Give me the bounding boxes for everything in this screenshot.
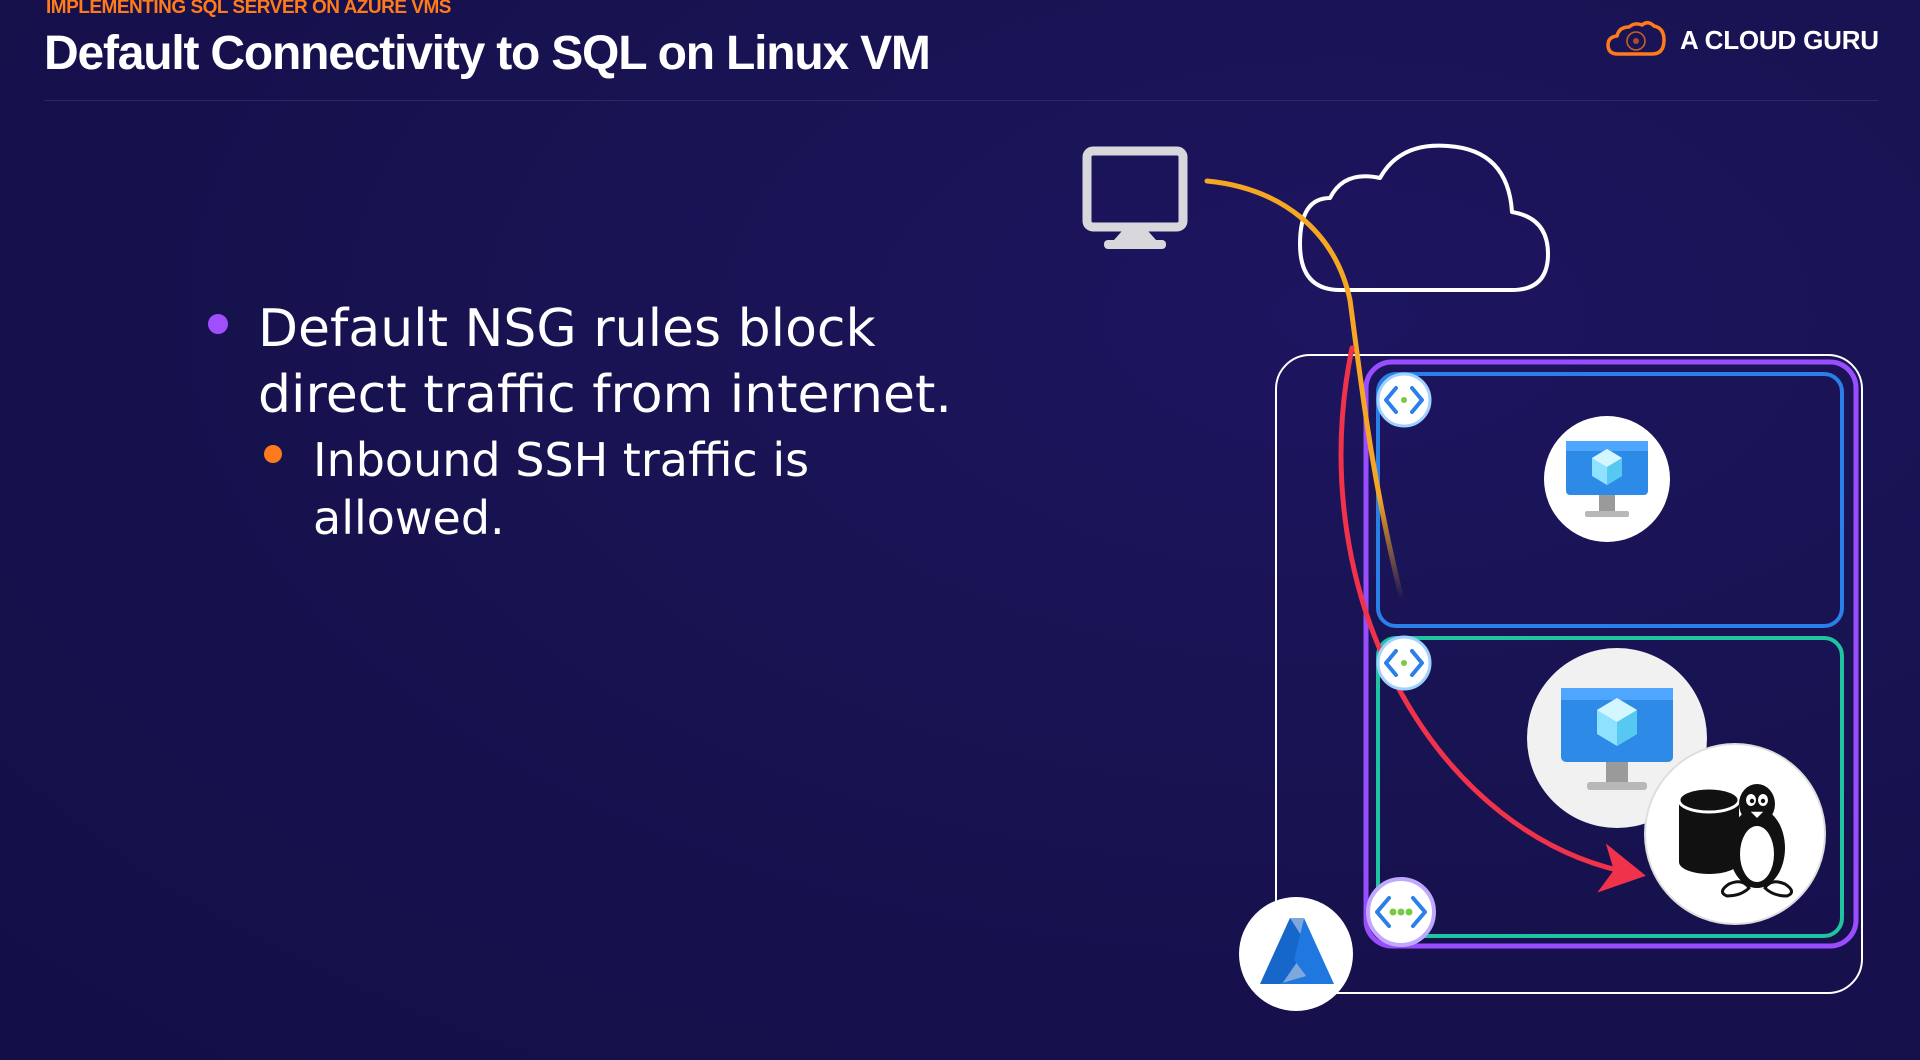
brand: A CLOUD GURU bbox=[1604, 20, 1879, 60]
virtual-network-icon bbox=[1366, 877, 1436, 947]
cloud-guru-logo-icon bbox=[1606, 21, 1666, 56]
bullet-text-primary: Default NSG rules block direct traffic f… bbox=[258, 299, 952, 425]
brand-name: A CLOUD GURU bbox=[1680, 24, 1879, 55]
header-divider bbox=[44, 100, 1878, 101]
virtual-machine-icon bbox=[1544, 416, 1670, 542]
cloud-icon bbox=[1298, 143, 1550, 292]
virtual-network-box bbox=[1363, 359, 1859, 949]
virtual-network-icon bbox=[1376, 635, 1432, 691]
allowed-ssh-path bbox=[1338, 345, 1646, 893]
linux-tux-icon bbox=[1721, 784, 1793, 898]
bullet-text-secondary: Inbound SSH traffic is allowed. bbox=[313, 433, 810, 545]
bullet-marker-secondary bbox=[264, 445, 282, 463]
desktop-monitor-icon bbox=[1082, 146, 1188, 249]
azure-region-box bbox=[1275, 354, 1863, 994]
database-icon bbox=[1677, 786, 1741, 874]
slide-title: Default Connectivity to SQL on Linux VM bbox=[44, 27, 931, 80]
subnet-bottom-box bbox=[1376, 636, 1844, 938]
slide-eyebrow: IMPLEMENTING SQL SERVER ON AZURE VMS bbox=[46, 0, 451, 18]
virtual-network-icon bbox=[1376, 372, 1432, 428]
sql-linux-badge bbox=[1644, 743, 1826, 925]
blocked-traffic-path bbox=[1204, 178, 1405, 603]
bullet-list: Default NSG rules block direct traffic f… bbox=[0, 0, 1060, 600]
azure-logo-icon bbox=[1239, 897, 1353, 1011]
bullet-marker-primary bbox=[208, 314, 228, 334]
